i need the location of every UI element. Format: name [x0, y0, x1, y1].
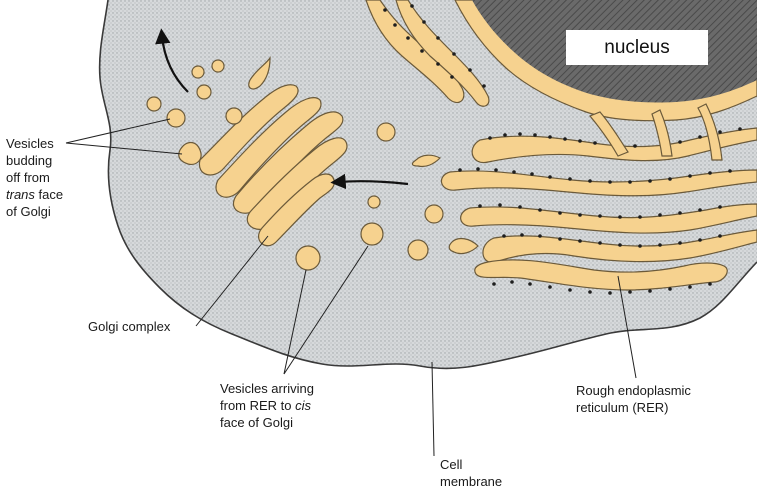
cell-membrane: [98, 0, 757, 370]
label-cell-membrane: Cell membrane: [440, 457, 503, 489]
vesicles-trans: [146, 56, 271, 165]
label-golgi-complex: Golgi complex: [88, 319, 171, 334]
label-vesicles-trans: Vesicles budding off from trans face of …: [6, 136, 64, 219]
transport-arrow-cis: [330, 173, 409, 190]
label-rer: Rough endoplasmic reticulum (RER): [576, 383, 691, 415]
transport-arrow-trans: [155, 28, 189, 93]
ribosomes: [383, 4, 742, 295]
vesicles-cis: [295, 122, 479, 271]
nucleus-label: nucleus: [566, 30, 708, 65]
golgi-cisternae: [198, 84, 348, 247]
rough-er: [365, 0, 757, 291]
label-vesicles-cis: Vesicles arriving from RER to cis face o…: [220, 381, 314, 430]
leader-lines: [65, 118, 637, 457]
